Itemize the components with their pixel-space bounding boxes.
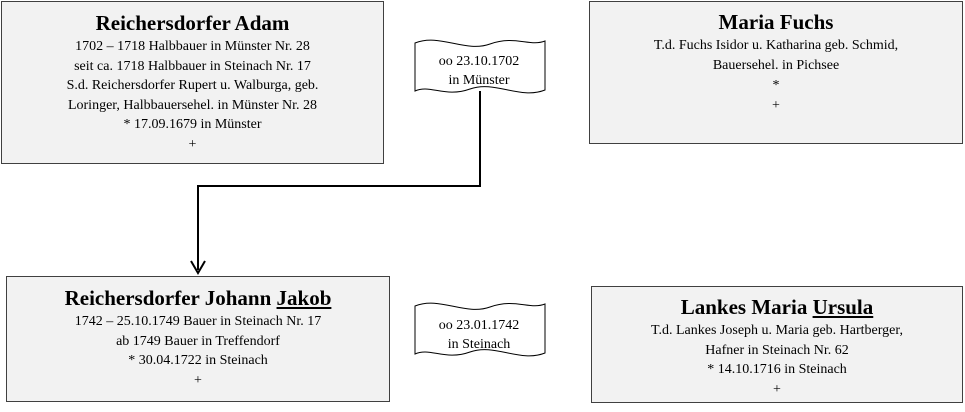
- person-card-adam: Reichersdorfer Adam 1702 – 1718 Halbbaue…: [1, 1, 384, 164]
- marriage-scroll-2: [414, 302, 546, 357]
- marriage-label-2: oo 23.01.1742 in Steinach: [411, 316, 547, 354]
- person-line: * 30.04.1722 in Steinach: [128, 353, 268, 368]
- person-line: +: [188, 136, 197, 152]
- person-line: 1742 – 25.10.1749 Bauer in Steinach Nr. …: [74, 314, 322, 329]
- person-line: Bauersehel. in Pichsee: [712, 58, 840, 73]
- person-name-callname: Jakob: [276, 286, 332, 310]
- person-line: Hafner in Steinach Nr. 62: [705, 342, 849, 358]
- person-card-ursula: Lankes Maria Ursula T.d. Lankes Joseph u…: [591, 286, 963, 403]
- marriage-date: oo 23.10.1702: [438, 54, 520, 69]
- person-line: ab 1749 Bauer in Treffendorf: [116, 333, 280, 349]
- person-name-prefix: Lankes Maria: [680, 295, 813, 319]
- person-card-maria: Maria Fuchs T.d. Fuchs Isidor u. Kathari…: [589, 1, 963, 144]
- person-name-callname: Ursula: [812, 295, 874, 319]
- person-line: T.d. Lankes Joseph u. Maria geb. Hartber…: [650, 323, 903, 338]
- descent-line: [197, 91, 481, 270]
- person-name-jakob: Reichersdorfer Johann Jakob: [7, 286, 389, 310]
- person-line: Loringer, Halbbauersehel. in Münster Nr.…: [67, 97, 318, 113]
- marriage-scroll-1: [414, 39, 546, 94]
- person-line: +: [772, 98, 780, 113]
- marriage-label-1: oo 23.10.1702 in Münster: [411, 52, 547, 90]
- person-line: T.d. Fuchs Isidor u. Katharina geb. Schm…: [653, 38, 899, 53]
- person-line: S.d. Reichersdorfer Rupert u. Walburga, …: [66, 78, 319, 93]
- person-line: * 17.09.1679 in Münster: [123, 117, 262, 132]
- marriage-place: in Münster: [448, 73, 510, 88]
- person-name-prefix: Reichersdorfer Johann: [64, 286, 277, 310]
- person-line: 1702 – 1718 Halbbauer in Münster Nr. 28: [75, 39, 310, 54]
- marriage-date: oo 23.01.1742: [438, 318, 520, 333]
- person-name-adam: Reichersdorfer Adam: [95, 11, 290, 35]
- person-line: +: [773, 381, 781, 397]
- person-line: *: [772, 78, 780, 93]
- person-name-ursula: Lankes Maria Ursula: [592, 295, 962, 319]
- person-line: +: [194, 372, 202, 388]
- person-name-maria: Maria Fuchs: [718, 10, 834, 34]
- person-card-jakob: Reichersdorfer Johann Jakob 1742 – 25.10…: [6, 276, 390, 402]
- descent-arrowhead: [190, 260, 206, 275]
- person-line: * 14.10.1716 in Steinach: [707, 362, 847, 377]
- person-line: seit ca. 1718 Halbbauer in Steinach Nr. …: [74, 58, 311, 74]
- marriage-place: in Steinach: [447, 337, 511, 352]
